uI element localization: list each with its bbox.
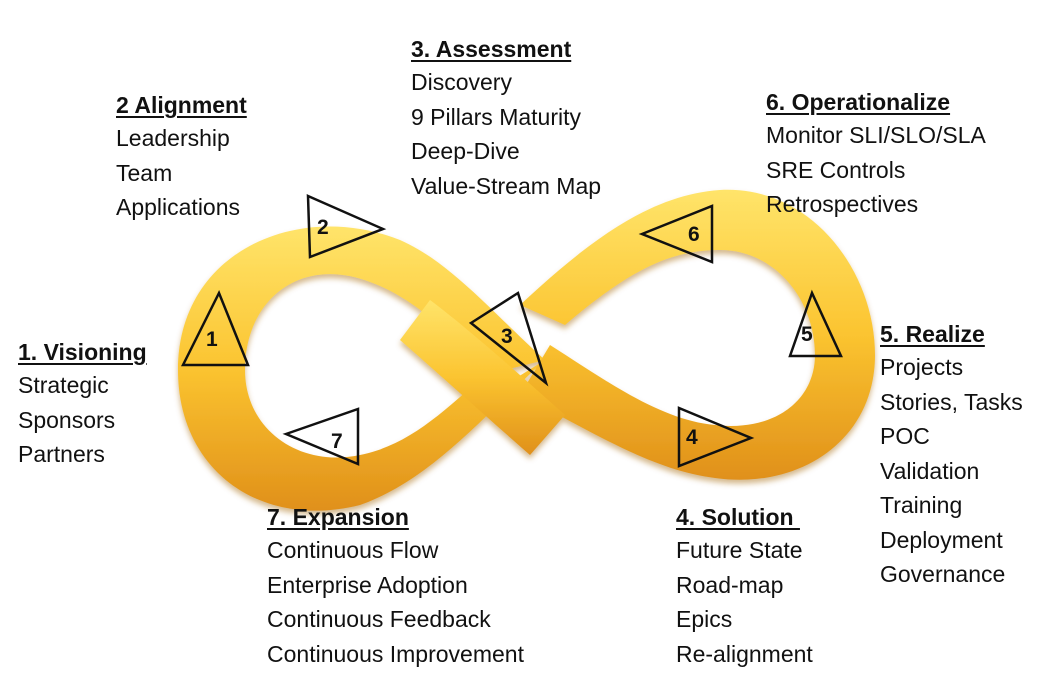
svg-text:1: 1 [206,328,218,351]
step-expansion: 7. Expansion Continuous Flow Enterprise … [267,501,524,671]
step-item: Stories, Tasks [880,388,1023,415]
step-item: Governance [880,561,1006,587]
svg-text:2: 2 [317,216,329,239]
step-item: Retrospectives [766,191,919,217]
step-title: 4. Solution [676,504,800,530]
step-item: Team [116,159,173,186]
step-item: Continuous Feedback [267,606,491,632]
step-item: Applications [116,194,241,220]
step-marker-2: 2 [306,194,387,259]
step-item: Road-map [676,571,784,598]
step-item: Continuous Improvement [267,640,524,667]
step-item: POC [880,423,930,449]
step-item: Strategic [18,372,109,398]
step-item: Sponsors [18,406,116,433]
step-marker-4: 4 [677,406,755,468]
step-title: 3. Assessment [411,36,572,62]
step-marker-5: 5 [788,289,843,358]
svg-text:6: 6 [688,223,700,246]
step-item: Value-Stream Map [411,172,602,199]
svg-text:4: 4 [686,426,698,449]
step-visioning: 1. Visioning Strategic Sponsors Partners [18,336,147,472]
step-operationalize: 6. Operationalize Monitor SLI/SLO/SLA SR… [766,86,986,222]
step-item: Monitor SLI/SLO/SLA [766,122,986,148]
infinity-band [178,189,875,511]
step-marker-6: 6 [638,204,714,264]
step-item: Future State [676,537,803,563]
step-item: Enterprise Adoption [267,571,468,598]
step-assessment: 3. Assessment Discovery 9 Pillars Maturi… [411,33,601,203]
step-item: Deep-Dive [411,138,520,164]
step-item: Continuous Flow [267,537,439,563]
step-title: 2 Alignment [116,92,247,118]
step-item: Partners [18,441,105,467]
step-marker-1: 1 [180,289,250,367]
svg-text:7: 7 [331,430,343,453]
step-marker-3: 3 [468,291,549,387]
step-item: Training [880,492,963,518]
step-item: Leadership [116,125,230,151]
step-item: Validation [880,457,980,484]
step-item: SRE Controls [766,156,906,183]
step-title: 5. Realize [880,321,985,347]
step-title: 1. Visioning [18,339,147,365]
step-title: 7. Expansion [267,504,409,530]
step-item: Projects [880,354,964,380]
step-title: 6. Operationalize [766,89,951,115]
step-alignment: 2 Alignment Leadership Team Applications [116,89,247,225]
step-realize: 5. Realize Projects Stories, Tasks POC V… [880,318,1023,592]
step-item: Re-alignment [676,640,813,667]
step-item: Epics [676,606,733,632]
step-markers: 1 2 3 4 5 6 7 [180,194,843,468]
step-item: Discovery [411,69,512,95]
svg-text:5: 5 [801,323,813,346]
step-solution: 4. Solution Future State Road-map Epics … [676,501,813,671]
step-item: 9 Pillars Maturity [411,103,581,130]
step-marker-7: 7 [282,407,360,466]
svg-text:3: 3 [501,325,513,348]
step-item: Deployment [880,526,1003,553]
